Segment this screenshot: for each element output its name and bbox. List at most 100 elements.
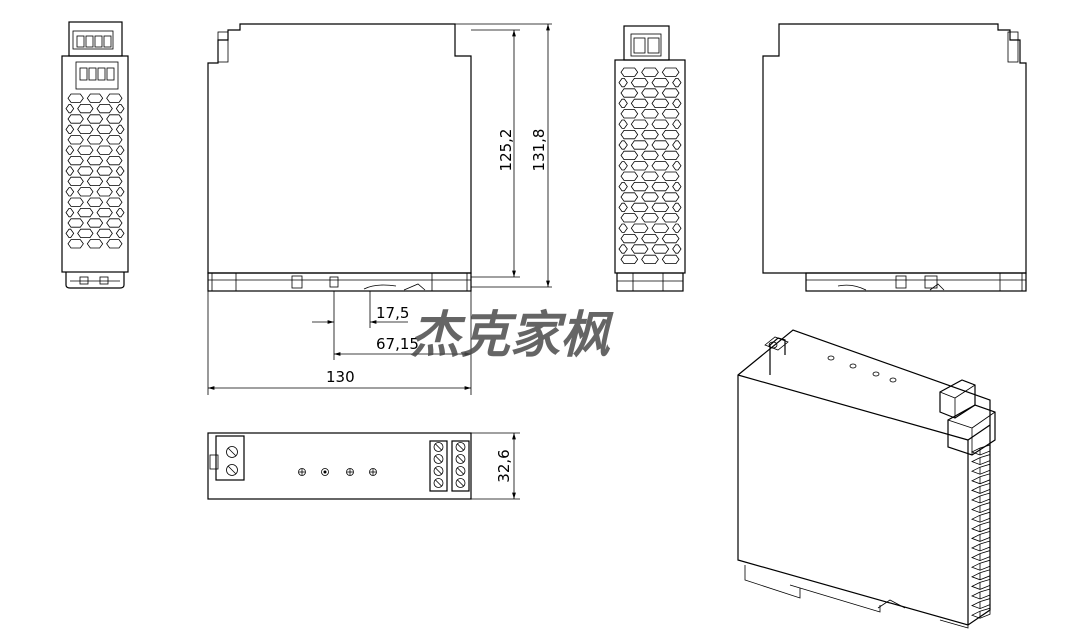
side-view-mirrored bbox=[762, 23, 1027, 292]
isometric-view bbox=[737, 329, 996, 629]
vent-cell bbox=[630, 161, 649, 171]
vent-cell bbox=[672, 244, 682, 254]
vent-slot bbox=[971, 598, 991, 610]
vent-cell bbox=[77, 208, 94, 218]
vent-cell bbox=[86, 197, 104, 207]
watermark-text: 杰克家枫 bbox=[410, 306, 614, 364]
vent-cell bbox=[77, 228, 94, 238]
dim-32-6: 32,6 bbox=[495, 449, 513, 482]
vent-cell bbox=[618, 161, 628, 171]
vent-cell bbox=[618, 98, 628, 108]
vent-cell bbox=[65, 187, 75, 197]
vent-cell bbox=[106, 176, 123, 186]
vent-cell bbox=[641, 254, 659, 264]
vent-cell bbox=[661, 192, 680, 202]
vent-cell bbox=[618, 182, 628, 192]
vent-cell bbox=[67, 239, 84, 249]
vent-cell bbox=[115, 228, 125, 238]
screw-slot bbox=[457, 443, 464, 451]
screw-slot bbox=[457, 467, 464, 475]
vent-cell bbox=[618, 202, 628, 212]
screw-slot bbox=[435, 467, 442, 475]
vent-cell bbox=[65, 124, 75, 134]
vent-cell bbox=[672, 119, 682, 129]
vent-cell bbox=[651, 202, 670, 212]
vent-cell bbox=[620, 67, 639, 77]
vent-cell bbox=[661, 213, 680, 223]
vent-cell bbox=[661, 88, 680, 98]
vent-cell bbox=[661, 254, 680, 264]
vent-slot bbox=[971, 540, 991, 552]
vent-slot bbox=[971, 482, 991, 494]
vent-cell bbox=[620, 192, 639, 202]
vent-cell bbox=[77, 104, 94, 114]
vent-cell bbox=[672, 202, 682, 212]
dim-131-8: 131,8 bbox=[530, 129, 548, 172]
screw bbox=[455, 478, 466, 488]
vent-cell bbox=[641, 150, 659, 160]
vent-slot bbox=[971, 492, 991, 504]
vent-cell bbox=[86, 135, 104, 145]
vent-cell bbox=[67, 114, 84, 124]
vent-slot bbox=[971, 454, 991, 466]
vent-cell bbox=[661, 67, 680, 77]
vent-slot bbox=[971, 578, 991, 590]
dim-125-2: 125,2 bbox=[497, 129, 515, 172]
vent-cell bbox=[96, 166, 113, 176]
screw bbox=[455, 466, 466, 476]
vent-cell bbox=[630, 119, 649, 129]
vent-grid-front bbox=[65, 93, 125, 249]
vent-cell bbox=[620, 254, 639, 264]
vent-cell bbox=[86, 156, 104, 166]
screw bbox=[433, 442, 444, 452]
vent-cell bbox=[641, 171, 659, 181]
vent-cell bbox=[620, 88, 639, 98]
terminal-screws bbox=[433, 442, 466, 488]
vent-cell bbox=[630, 202, 649, 212]
vent-cell bbox=[630, 223, 649, 233]
vent-slot bbox=[971, 530, 991, 542]
top-view: 32,6 bbox=[207, 432, 520, 500]
vent-cell bbox=[661, 234, 680, 244]
vent-cell bbox=[106, 93, 123, 103]
vent-cell bbox=[96, 104, 113, 114]
vent-slot bbox=[971, 502, 991, 514]
vent-cell bbox=[96, 187, 113, 197]
screw bbox=[455, 442, 466, 452]
vent-slot bbox=[971, 559, 991, 571]
vent-slot bbox=[971, 444, 991, 456]
vent-cell bbox=[96, 208, 113, 218]
vent-cell bbox=[641, 109, 659, 119]
vent-cell bbox=[651, 119, 670, 129]
vent-slot bbox=[971, 550, 991, 562]
vent-cell bbox=[77, 145, 94, 155]
vent-slot bbox=[971, 463, 991, 475]
screw-slot bbox=[457, 455, 464, 463]
dim-17-5: 17,5 bbox=[376, 304, 409, 322]
vent-cell bbox=[620, 109, 639, 119]
screw bbox=[433, 454, 444, 464]
vent-cell bbox=[115, 208, 125, 218]
vent-cell bbox=[672, 182, 682, 192]
vent-cell bbox=[106, 197, 123, 207]
vent-cell bbox=[641, 213, 659, 223]
vent-cell bbox=[618, 119, 628, 129]
vent-cell bbox=[115, 166, 125, 176]
vent-cell bbox=[630, 98, 649, 108]
vent-cell bbox=[96, 228, 113, 238]
vent-cell bbox=[630, 78, 649, 88]
side-view bbox=[207, 23, 472, 292]
screw-slot bbox=[435, 479, 442, 487]
vent-cell bbox=[86, 114, 104, 124]
vent-cell bbox=[77, 124, 94, 134]
vent-cell bbox=[106, 239, 123, 249]
screw bbox=[455, 454, 466, 464]
screw-slot bbox=[457, 479, 464, 487]
vent-cell bbox=[77, 187, 94, 197]
vent-cell bbox=[641, 130, 659, 140]
vent-cell bbox=[115, 187, 125, 197]
vent-cell bbox=[106, 156, 123, 166]
vent-slot bbox=[971, 473, 991, 485]
vent-cell bbox=[661, 171, 680, 181]
